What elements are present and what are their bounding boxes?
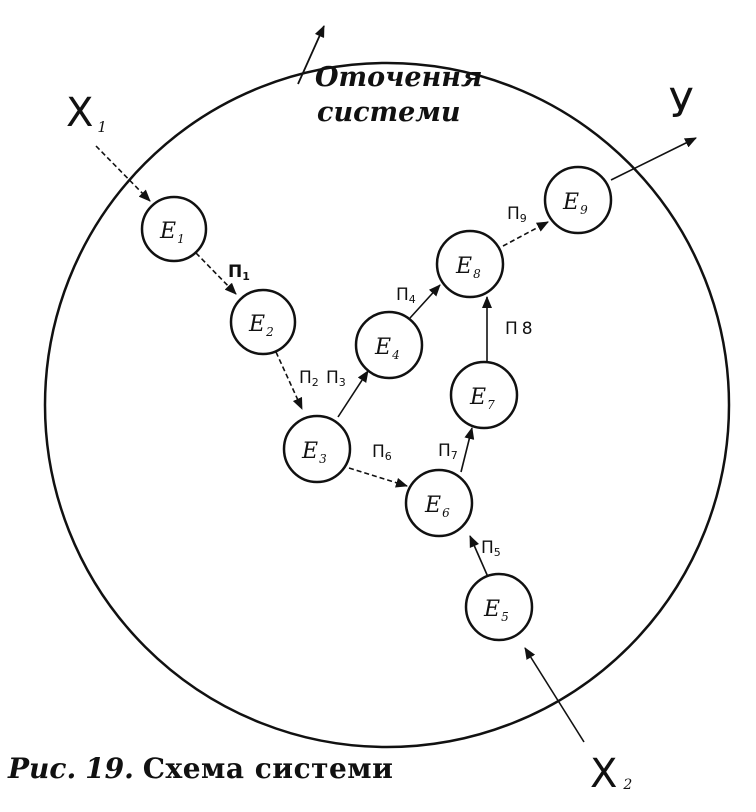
svg-text:E7: E7 [469, 385, 495, 412]
edge-label-p3: П3 [326, 368, 346, 389]
edge-e3-e4 [337, 370, 369, 418]
node-e2: E2 [229, 288, 297, 356]
node-e8: E8 [435, 229, 505, 299]
node-e3: E3 [282, 414, 352, 484]
environment-label-line2: системи [317, 97, 461, 128]
edge-label-p7: П7 [438, 441, 458, 462]
edge-label-p2: П2 [299, 368, 319, 389]
node-e1: E1 [140, 195, 208, 263]
edge-e2-e3 [275, 351, 303, 410]
node-e4: E4 [354, 310, 424, 380]
node-e7: E7 [449, 360, 519, 430]
svg-text:E8: E8 [455, 254, 481, 281]
caption-text: Схема системи [142, 752, 394, 785]
edge-label-p4: П4 [396, 285, 416, 306]
edge-e4-e8 [409, 284, 441, 319]
edge-e1-e2 [195, 252, 237, 295]
environment-label-line1: Оточення [315, 62, 482, 93]
environment-pointer-arrow [297, 25, 325, 85]
edge-label-p1: П1 [228, 262, 250, 283]
caption-number: 19. [85, 752, 134, 785]
input-x1-arrow [95, 145, 151, 202]
edge-e5-e6 [469, 535, 489, 578]
output-y-label: У [669, 81, 693, 127]
svg-text:E1: E1 [159, 219, 185, 246]
node-e5: E5 [464, 572, 534, 642]
svg-text:E6: E6 [424, 493, 450, 520]
node-e6: E6 [404, 468, 474, 538]
edge-label-p5: П5 [481, 538, 501, 559]
edge-label-p6: П6 [372, 442, 392, 463]
edge-e6-e7 [460, 427, 475, 473]
node-e9: E9 [543, 165, 613, 235]
caption-prefix: Рис. [8, 752, 77, 785]
svg-text:E9: E9 [562, 190, 588, 217]
svg-text:E5: E5 [483, 597, 509, 624]
input-x2-arrow [524, 647, 585, 743]
edge-e3-e6 [348, 467, 408, 488]
svg-text:E3: E3 [301, 439, 327, 466]
edge-label-p9: П9 [507, 204, 527, 225]
figure-caption: Рис. 19. Схема системи [8, 752, 568, 802]
system-boundary-circle [43, 61, 731, 749]
output-y-arrow [610, 137, 697, 181]
svg-text:E4: E4 [374, 335, 400, 362]
svg-text:E2: E2 [248, 312, 274, 339]
edge-e8-e9 [502, 221, 549, 247]
